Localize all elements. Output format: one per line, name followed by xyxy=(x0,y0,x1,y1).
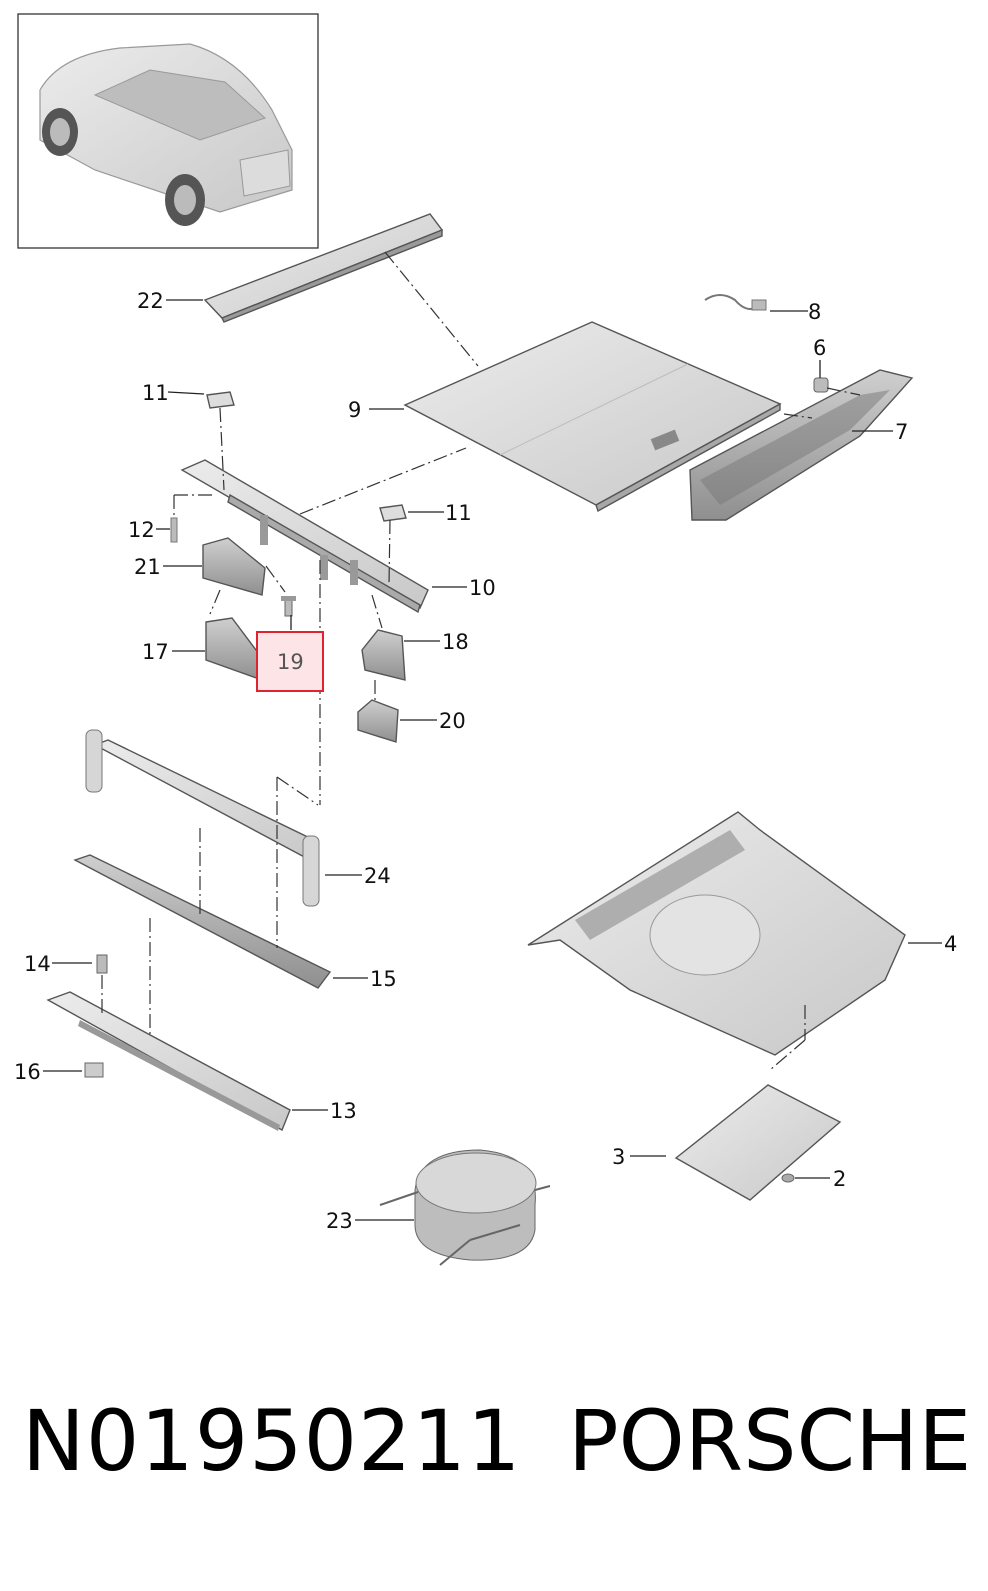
highlight-box-19 xyxy=(256,631,324,692)
part-2-plug xyxy=(781,1173,795,1183)
callout-labels: 22 11 9 8 6 7 11 12 21 10 17 19 18 20 24… xyxy=(14,289,957,1233)
car-illustration xyxy=(39,43,293,226)
callout-24[interactable]: 23 xyxy=(326,1209,353,1233)
callout-20[interactable]: 20 xyxy=(439,709,466,733)
part-8-cable xyxy=(704,294,767,311)
part-24-spare-wheel-foam xyxy=(379,1149,551,1266)
part-18-holder xyxy=(361,629,406,681)
part-17-bracket xyxy=(205,617,263,681)
brand-name: PORSCHE xyxy=(568,1392,972,1490)
part-10-carrier-rail xyxy=(180,459,429,614)
part-20-latch xyxy=(357,699,399,743)
part-7-trim-panel xyxy=(689,369,914,521)
callout-2[interactable]: 2 xyxy=(833,1167,846,1191)
callout-19[interactable]: 19 xyxy=(277,650,304,674)
callout-22[interactable]: 22 xyxy=(137,289,164,313)
vehicle-inset xyxy=(17,13,319,249)
part-4-floor-pan xyxy=(527,811,906,1056)
part-14-bolt xyxy=(96,954,108,974)
part-12-pin xyxy=(170,517,178,543)
callout-7[interactable]: 7 xyxy=(895,420,908,444)
part-13-rail xyxy=(46,991,291,1131)
callout-16[interactable]: 16 xyxy=(14,1060,41,1084)
part-number: N01950211 xyxy=(22,1392,522,1490)
part-6-clip xyxy=(813,377,829,393)
part-15-sill-strip xyxy=(73,854,332,989)
callout-11-top[interactable]: 11 xyxy=(142,381,169,405)
callout-3[interactable]: 3 xyxy=(612,1145,625,1169)
callout-10[interactable]: 10 xyxy=(469,576,496,600)
callout-15[interactable]: 15 xyxy=(370,967,397,991)
part-16-clip xyxy=(84,1062,104,1078)
part-3-tray xyxy=(674,1084,842,1201)
part-21-bracket xyxy=(202,537,266,596)
callout-13[interactable]: 13 xyxy=(330,1099,357,1123)
callout-6[interactable]: 6 xyxy=(813,336,826,360)
part-11-clip-a xyxy=(206,391,235,409)
part-19-screw xyxy=(281,596,296,617)
leader-lines xyxy=(43,299,942,1221)
callout-17[interactable]: 17 xyxy=(142,640,169,664)
callout-8[interactable]: 8 xyxy=(808,300,821,324)
part-22-cover-strip xyxy=(203,213,444,323)
part-23-crossbar xyxy=(85,729,320,907)
part-11-clip-b xyxy=(379,504,407,522)
part-9-floor-cover xyxy=(403,321,782,513)
callout-14[interactable]: 14 xyxy=(24,952,51,976)
callout-12[interactable]: 12 xyxy=(128,518,155,542)
callout-23[interactable]: 24 xyxy=(364,864,391,888)
callout-11-right[interactable]: 11 xyxy=(445,501,472,525)
callout-21[interactable]: 21 xyxy=(134,555,161,579)
callout-4[interactable]: 4 xyxy=(944,932,957,956)
callout-18[interactable]: 18 xyxy=(442,630,469,654)
callout-9[interactable]: 9 xyxy=(348,398,361,422)
